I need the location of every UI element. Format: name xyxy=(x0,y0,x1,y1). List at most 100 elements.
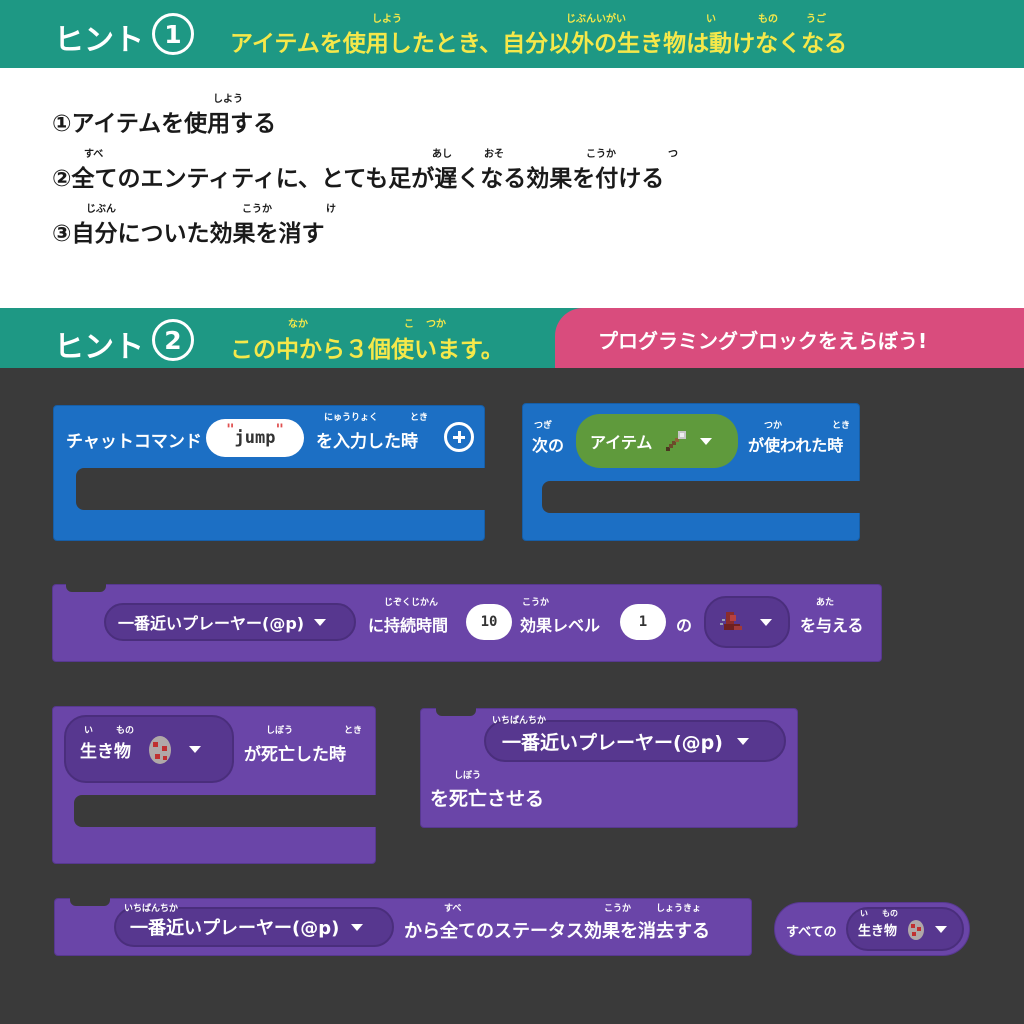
effect-type-dropdown[interactable] xyxy=(704,596,790,648)
effect-target-label: 一番近いプレーヤー(@p) xyxy=(118,614,305,633)
choose-blocks-text: プログラミングブロックをえらぼう! xyxy=(598,329,928,353)
hint1-label: ヒント xyxy=(54,23,144,58)
item-dropdown[interactable]: アイテム xyxy=(576,414,738,468)
choose-blocks-tab xyxy=(555,308,1024,368)
effect-of-label: の xyxy=(676,616,693,635)
step-furigana: おそ xyxy=(484,149,504,160)
chevron-down-icon xyxy=(351,923,364,931)
block-slot xyxy=(542,481,862,513)
plus-circle-icon[interactable] xyxy=(444,422,474,452)
spawn-egg-icon xyxy=(905,917,927,941)
chat-furigana: とき xyxy=(410,413,429,423)
hint1-furigana: しよう xyxy=(372,14,402,25)
chevron-down-icon xyxy=(700,437,713,445)
step-number: ① xyxy=(52,111,72,137)
hint1-number: 1 xyxy=(152,13,194,55)
boots-icon xyxy=(718,607,748,637)
item-used-furigana: つぎ xyxy=(534,421,553,431)
kill-suffix: を死亡させる xyxy=(430,788,545,810)
step-number: ② xyxy=(52,166,72,192)
effect-furigana: じぞくじかん xyxy=(384,598,439,608)
all-mobs-furigana: い xyxy=(860,909,868,918)
hint1-furigana: もの xyxy=(758,14,778,25)
step-furigana: こうか xyxy=(242,204,272,215)
chevron-down-icon xyxy=(736,737,749,745)
mob-furigana: とき xyxy=(344,726,363,736)
clear-target-label: 一番近いプレーヤー(@p) xyxy=(130,918,340,939)
chevron-down-icon xyxy=(314,618,327,626)
clear-furigana: いちばんちか xyxy=(124,904,179,914)
step-text: 自分についた効果を消す xyxy=(71,221,325,247)
chevron-down-icon xyxy=(935,925,948,933)
mob-furigana: もの xyxy=(116,726,135,736)
clear-furigana: すべ xyxy=(444,904,462,914)
all-mobs-type-dropdown[interactable]: 生き物 xyxy=(846,907,964,951)
step-furigana: つ xyxy=(668,149,678,160)
item-used-furigana: つか xyxy=(764,421,783,431)
effect-duration-input[interactable]: 10 xyxy=(466,604,512,640)
block-slot xyxy=(76,468,486,510)
step-text: アイテムを使用する xyxy=(71,111,277,137)
block-notch xyxy=(66,584,106,592)
chat-command-suffix: を入力した時 xyxy=(316,432,418,452)
effect-furigana: あた xyxy=(816,598,835,608)
chat-command-value: jump xyxy=(234,428,276,448)
step-furigana: すべ xyxy=(84,149,104,160)
hint2-number: 2 xyxy=(152,319,194,361)
clear-suffix: から全てのステータス効果を消去する xyxy=(404,921,710,942)
hint2-furigana: なか xyxy=(288,319,308,330)
clear-furigana: しょうきょ xyxy=(656,904,702,914)
hint2-furigana: つか xyxy=(426,319,446,330)
effect-furigana: こうか xyxy=(522,598,550,608)
hint1-furigana: じぶんいがい xyxy=(566,14,626,25)
effect-suffix: を与える xyxy=(800,616,864,635)
step-furigana: あし xyxy=(432,149,452,160)
effect-target-dropdown[interactable]: 一番近いプレーヤー(@p) xyxy=(104,603,356,641)
mob-furigana: い xyxy=(84,726,94,736)
kill-target-label: 一番近いプレーヤー(@p) xyxy=(502,731,723,754)
mob-label: 生き物 xyxy=(80,741,131,762)
kill-target-dropdown[interactable]: 一番近いプレーヤー(@p) xyxy=(484,720,786,762)
chat-command-input[interactable]: "jump" xyxy=(206,419,304,457)
clear-target-dropdown[interactable]: 一番近いプレーヤー(@p) xyxy=(114,907,394,947)
chevron-down-icon xyxy=(189,745,201,753)
step-2: ②全てのエンティティに、とても足が遅くなる効果を付ける xyxy=(52,159,664,193)
block-notch xyxy=(70,898,110,906)
hint1-title: アイテムを使用したとき、自分以外の生き物は動けなくなる xyxy=(230,31,848,57)
mob-label: 生き物 xyxy=(858,923,898,939)
all-mobs-furigana: もの xyxy=(882,909,898,918)
all-mobs-prefix: すべての xyxy=(786,925,837,940)
item-used-suffix: が使われた時 xyxy=(748,436,844,455)
hint2-title: この中から３個使います。 xyxy=(230,337,504,363)
clear-furigana: こうか xyxy=(604,904,632,914)
hint2-furigana: こ xyxy=(404,319,414,330)
item-used-furigana: とき xyxy=(832,421,851,431)
hint1-furigana: い xyxy=(706,14,716,25)
step-furigana: しよう xyxy=(213,94,243,105)
step-3: ③自分についた効果を消す xyxy=(52,214,324,248)
step-furigana: こうか xyxy=(586,149,616,160)
step-furigana: け xyxy=(326,204,336,215)
mob-furigana: しぼう xyxy=(266,726,294,736)
chat-command-label: チャットコマンド xyxy=(66,432,202,452)
block-slot xyxy=(74,795,378,827)
mob-death-suffix: が死亡した時 xyxy=(244,745,346,765)
mob-type-dropdown[interactable]: 生き物 xyxy=(64,715,234,783)
block-notch xyxy=(436,708,476,716)
kill-furigana: いちばんちか xyxy=(492,716,547,726)
shovel-icon xyxy=(662,427,690,455)
kill-furigana: しぼう xyxy=(454,771,482,781)
hint1-steps-panel xyxy=(0,68,1024,308)
chat-furigana: にゅうりょく xyxy=(324,413,379,423)
hint2-label: ヒント xyxy=(54,330,144,365)
step-text: 全てのエンティティに、とても足が遅くなる効果を付ける xyxy=(71,166,665,192)
effect-level-input[interactable]: 1 xyxy=(620,604,666,640)
chevron-down-icon xyxy=(760,618,772,626)
item-used-prefix: 次の xyxy=(532,436,565,455)
step-furigana: じぶん xyxy=(86,204,116,215)
hint1-furigana: うご xyxy=(806,14,826,25)
effect-level-label: 効果レベル xyxy=(520,616,601,635)
item-label: アイテム xyxy=(590,433,653,452)
step-1: ①アイテムを使用する xyxy=(52,104,276,138)
spawn-egg-icon xyxy=(145,732,175,766)
